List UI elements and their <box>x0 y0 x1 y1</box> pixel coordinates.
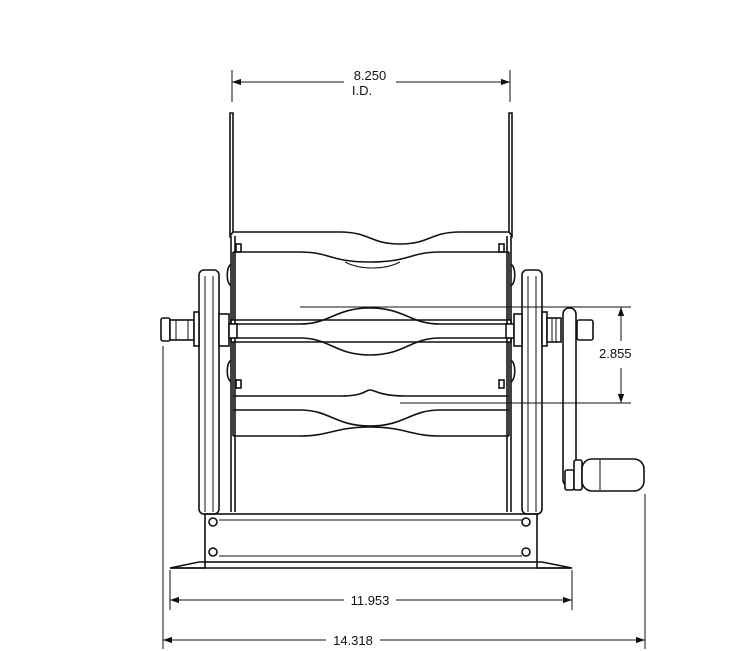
dim-overall-width-value: 14.318 <box>333 633 373 648</box>
dim-base-width-value: 11.953 <box>351 593 390 608</box>
guide-plates <box>229 112 513 512</box>
left-axle-assembly <box>160 311 238 347</box>
rollers <box>226 231 516 437</box>
roller-bottom <box>232 342 510 437</box>
dim-inner-diameter-note: I.D. <box>352 83 372 98</box>
dim-inner-diameter-value: 8.250 <box>354 68 387 83</box>
dimension-roller-spacing: 2.855 <box>300 306 632 404</box>
dimension-inner-diameter: 8.250 I.D. <box>231 68 511 102</box>
dimension-base-width: 11.953 <box>169 570 573 610</box>
right-axle-assembly <box>505 311 594 347</box>
base <box>169 513 573 569</box>
roller-middle <box>230 307 512 356</box>
dim-roller-spacing-value: 2.855 <box>599 346 632 361</box>
dimension-overall-width: 14.318 <box>162 346 646 649</box>
crank-handle <box>562 307 645 492</box>
roller-top <box>232 231 510 320</box>
